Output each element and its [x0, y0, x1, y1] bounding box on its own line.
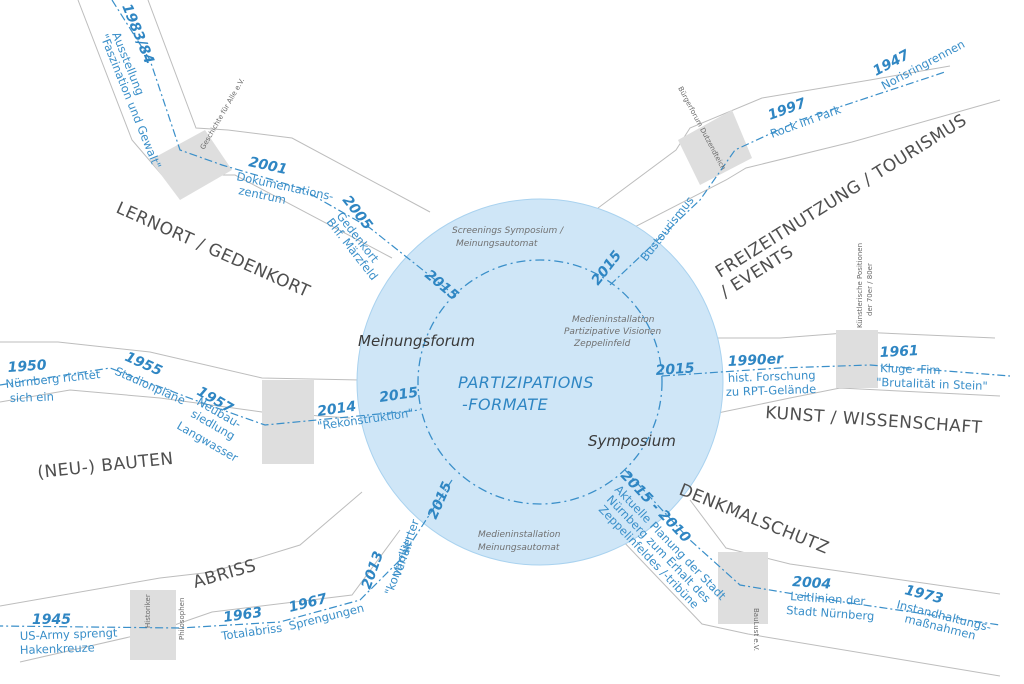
- category-abriss: ABRISS: [191, 556, 259, 593]
- gate-kunst: [836, 330, 878, 388]
- timeline-lernort: [111, 0, 449, 291]
- gate-neubauten: [262, 380, 314, 464]
- year-2014: 2014: [316, 399, 357, 420]
- street-outlines: [0, 0, 1001, 677]
- year-1950: 1950: [7, 357, 47, 376]
- year-1963: 1963: [222, 605, 263, 626]
- hub-symposium: Symposium: [588, 432, 676, 450]
- year-2015-neubauten: 2015: [378, 385, 419, 406]
- event-2004-line1: Leitlinien der: [790, 589, 866, 608]
- events-kunst: 1961 Kluge -Fim "Brutalität in Stein" 19…: [655, 343, 988, 399]
- gate-label-kunst-1: Künstlerische Positionen: [856, 243, 864, 328]
- event-1945-line2: Hakenkreuze: [20, 640, 95, 657]
- hub-meinungsforum: Meinungsforum: [358, 332, 475, 350]
- gate-label-kunst-2: der 70er / 80er: [866, 263, 874, 316]
- category-neubauten: (NEU-) BAUTEN: [36, 449, 174, 483]
- center-title-line2: -FORMATE: [462, 395, 549, 414]
- year-1961: 1961: [879, 343, 919, 361]
- category-denkmal: DENKMALSCHUTZ: [676, 480, 832, 558]
- event-1950-line2: sich ein: [10, 389, 54, 405]
- year-2004: 2004: [792, 574, 832, 593]
- gate-label-lernort: Geschichte für Alle e.V.: [199, 77, 246, 151]
- timeline-kunst: [661, 364, 1011, 377]
- gate-label-abriss-philosophen: Philosophen: [178, 598, 186, 640]
- timeline-denkmal: [624, 469, 1001, 626]
- timeline-freizeit: [609, 71, 946, 286]
- timelines: [0, 0, 1011, 629]
- inner-note-bottom-2: Meinungsautomat: [478, 543, 560, 553]
- year-2001: 2001: [247, 154, 288, 178]
- inner-note-mid-2: Partizipative Visionen: [564, 327, 661, 337]
- event-1990-line2: zu RPT-Gelände: [726, 382, 817, 399]
- gate-abriss: [130, 590, 176, 660]
- gate-label-abriss-historiker: Historiker: [144, 594, 152, 628]
- inner-note-top-2: Meinungsautomat: [456, 239, 538, 249]
- inner-note-mid-1: Medieninstallation: [572, 315, 655, 325]
- year-1990: 1990er: [727, 351, 784, 370]
- category-lernort: LERNORT / GEDENKORT: [113, 198, 313, 302]
- gate-lernort: [150, 130, 232, 200]
- center-circle: [356, 198, 724, 566]
- center-title-line1: PARTIZIPATIONS: [458, 373, 594, 392]
- category-freizeit-1: FREIZEITNUTZUNG / TOURISMUS: [712, 110, 971, 282]
- event-1990-line1: hist. Forschung: [728, 368, 816, 385]
- gate-boxes: [130, 110, 878, 660]
- timeline-abriss: [0, 479, 453, 629]
- event-1961-line1: Kluge -Fim: [880, 361, 941, 377]
- event-2004-line2: Stadt Nürnberg: [786, 603, 875, 623]
- gate-freizeit: [678, 110, 752, 185]
- year-2015-kunst: 2015: [655, 360, 695, 379]
- inner-note-mid-3: Zeppelinfeld: [573, 339, 631, 349]
- year-1945: 1945: [32, 612, 71, 628]
- year-2013: 2013: [359, 549, 387, 591]
- category-kunst: KUNST / WISSENSCHAFT: [765, 403, 983, 438]
- event-1961-line2: "Brutalität in Stein": [876, 375, 988, 393]
- inner-note-bottom-1: Medieninstallation: [478, 530, 561, 540]
- inner-note-top-1: Screenings Symposium /: [452, 226, 564, 236]
- event-1945-line1: US-Army sprengt: [20, 626, 119, 643]
- gate-label-denkmal: BauLust e.V.: [752, 608, 760, 651]
- center-dashed-ring: [417, 259, 663, 505]
